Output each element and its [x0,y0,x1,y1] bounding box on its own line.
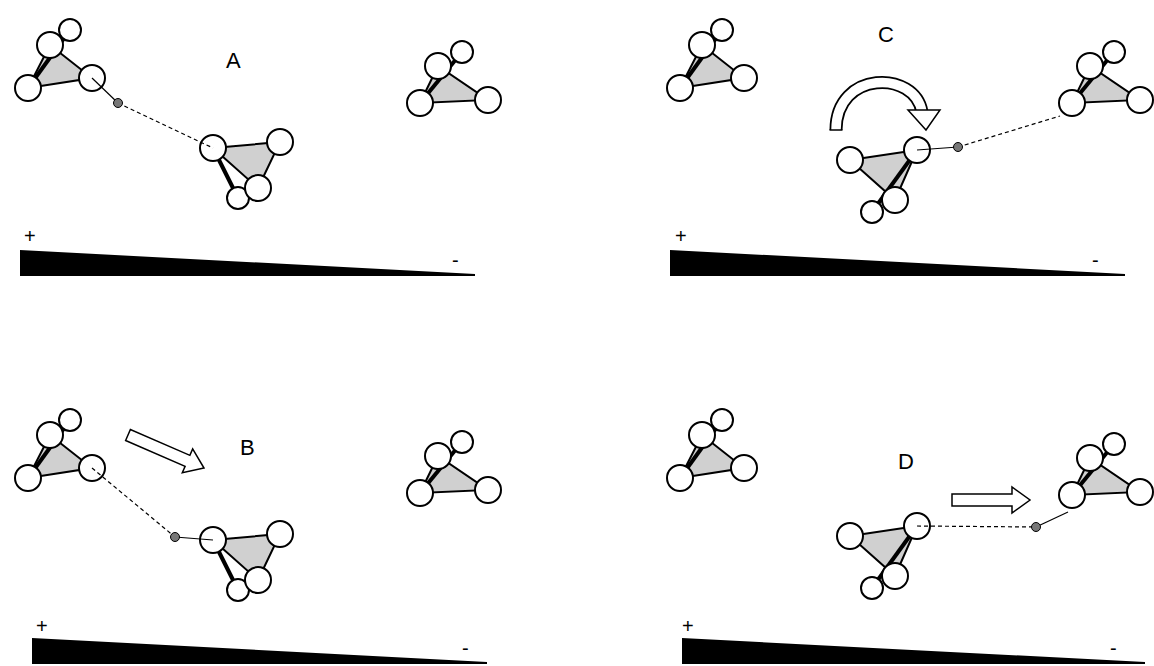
atom [425,443,451,469]
atom [37,32,63,58]
atom [425,53,451,79]
polarity-sign: + [682,616,694,636]
atom [861,577,883,599]
atom [267,129,293,155]
atom [837,523,863,549]
molecule [837,137,930,223]
atom [861,201,883,223]
atom [731,455,757,481]
atom [267,521,293,547]
atom [882,187,908,213]
atom [711,409,733,431]
polarity-sign: + [675,226,687,246]
rotation-arrow [908,110,940,130]
field-gradient [670,250,1125,276]
atom [1103,41,1125,63]
atom [475,477,501,503]
atom [37,422,63,448]
atom [731,65,757,91]
atom [59,409,81,431]
hydrogen-bond [917,512,1068,532]
molecule [1059,433,1153,508]
molecule [407,41,501,116]
atom [451,431,473,453]
motion-arrow [126,429,204,472]
atom [59,19,81,41]
atom [245,175,271,201]
atom [1127,87,1153,113]
hydrogen-bond [92,78,213,148]
atom [1103,433,1125,455]
rotation-arrow [836,82,922,130]
atom [1127,479,1153,505]
atom [407,90,433,116]
rotation-arrow [836,82,922,130]
atom [689,422,715,448]
polarity-sign: - [1092,250,1099,270]
polarity-sign: + [24,226,36,246]
panel-letter: C [878,24,894,46]
molecule [15,19,105,101]
atom [15,465,41,491]
atom [1059,482,1085,508]
panel-letter: A [226,50,241,72]
molecule [667,19,757,101]
polarity-sign: - [452,250,459,270]
atom [451,41,473,63]
panel-letter: B [240,437,255,459]
atom [837,147,863,173]
atom [1077,445,1103,471]
atom [689,32,715,58]
atom [667,75,693,101]
hydrogen-bond [92,468,213,542]
field-gradient [682,638,1145,664]
atom [882,563,908,589]
polarity-sign: + [36,616,48,636]
polarity-sign: - [1110,638,1117,658]
motion-arrow [952,487,1030,513]
field-gradient [32,638,487,664]
atom [711,19,733,41]
atom [15,75,41,101]
molecule [15,409,105,491]
panel-letter: D [898,451,914,473]
molecule [837,513,930,599]
atom [1077,53,1103,79]
molecule [667,409,757,491]
atom [1059,90,1085,116]
molecule [200,129,293,209]
molecule [200,521,293,601]
hydrogen-bond [917,116,1060,152]
field-gradient [20,250,475,276]
molecule [1059,41,1153,116]
atom [245,567,271,593]
polarity-sign: - [462,638,469,658]
atom [475,87,501,113]
molecule [407,431,501,506]
atom [667,465,693,491]
atom [407,480,433,506]
